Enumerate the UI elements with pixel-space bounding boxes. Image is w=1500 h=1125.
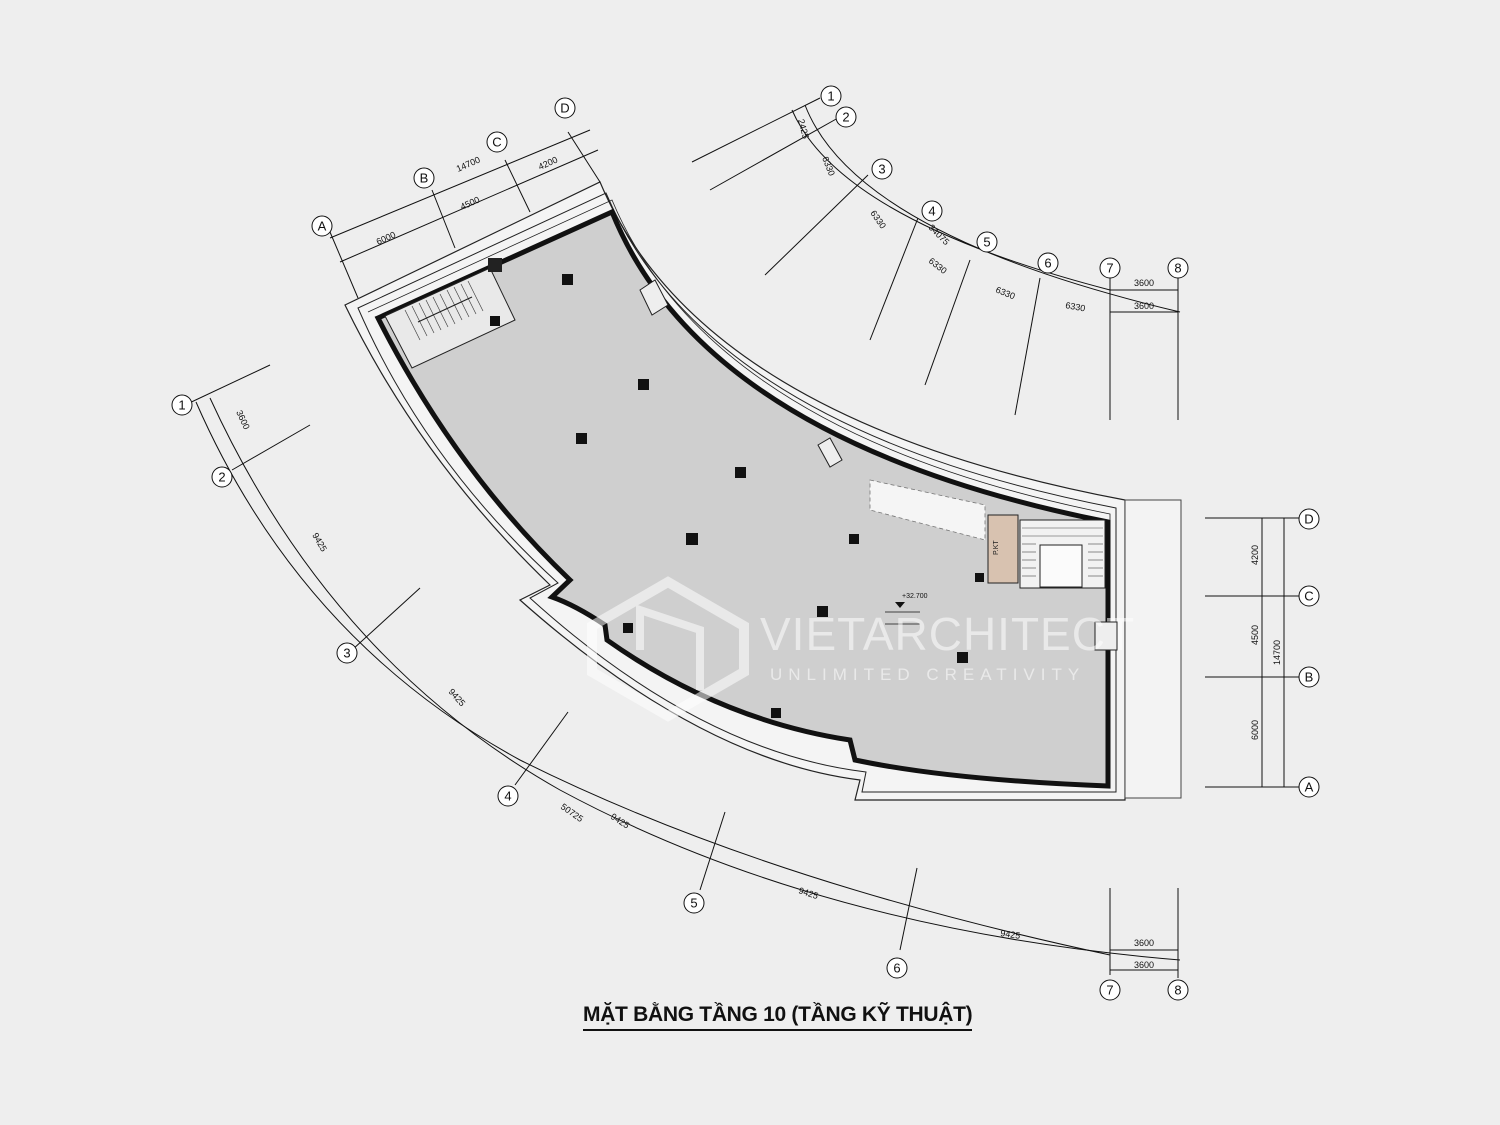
- axis-bubbles-left: 1 2 3 4 5 6 7 8: [171, 394, 1189, 1001]
- inner-dimension-arcs: [691, 97, 1181, 420]
- inner-dimension-labels: 2425 6330 6330 34075 6330 6330 6330 3600…: [796, 118, 1154, 314]
- svg-text:9425: 9425: [1000, 928, 1021, 941]
- svg-text:6: 6: [1044, 256, 1051, 271]
- svg-text:6330: 6330: [994, 285, 1016, 302]
- svg-text:4200: 4200: [1250, 545, 1260, 565]
- axis-bubble: B: [413, 167, 435, 189]
- axis-bubble: 6: [1037, 252, 1059, 274]
- axis-bubble: D: [1298, 508, 1320, 530]
- axis-bubble: 8: [1167, 979, 1189, 1001]
- stair-core-left: [384, 258, 516, 369]
- watermark-tagline: UNLIMITED CREATIVITY: [770, 665, 1085, 684]
- svg-text:3600: 3600: [1134, 301, 1154, 311]
- axis-bubble: A: [311, 215, 333, 237]
- floor-slab: [374, 208, 1111, 789]
- svg-text:4: 4: [504, 789, 511, 804]
- right-letter-dimension-lines: [1205, 517, 1300, 788]
- svg-text:9425: 9425: [609, 811, 631, 830]
- svg-text:7: 7: [1106, 261, 1113, 276]
- svg-text:9425: 9425: [797, 885, 819, 901]
- watermark: VIETARCHITECT UNLIMITED CREATIVITY: [587, 576, 1135, 722]
- svg-text:6: 6: [893, 961, 900, 976]
- svg-text:5: 5: [983, 235, 990, 250]
- axis-bubbles-letters-right: D C B A: [1298, 508, 1320, 798]
- svg-text:3600: 3600: [234, 409, 252, 431]
- svg-text:B: B: [420, 171, 429, 186]
- svg-text:C: C: [1304, 589, 1313, 604]
- axis-bubble: 8: [1167, 257, 1189, 279]
- drawing-title: MẶT BẰNG TẦNG 10 (TẦNG KỸ THUẬT): [583, 1003, 973, 1031]
- axis-bubble: A: [1298, 776, 1320, 798]
- right-letter-dimension-labels: 4200 4500 6000 14700: [1250, 545, 1282, 740]
- axis-bubble: 4: [497, 785, 519, 807]
- outer-dimension-arcs: [184, 364, 1181, 978]
- top-letter-dimension-lines: [329, 129, 601, 299]
- svg-text:D: D: [560, 101, 569, 116]
- stair-core-right: P.KT: [869, 479, 1106, 589]
- axis-bubble: 6: [886, 957, 908, 979]
- axis-bubble: 3: [871, 158, 893, 180]
- svg-text:3: 3: [343, 646, 350, 661]
- svg-text:5: 5: [690, 896, 697, 911]
- axis-bubble: 5: [683, 892, 705, 914]
- svg-text:6000: 6000: [1250, 720, 1260, 740]
- svg-text:3600: 3600: [1134, 278, 1154, 288]
- svg-text:4500: 4500: [1250, 625, 1260, 645]
- svg-text:8: 8: [1174, 983, 1181, 998]
- svg-text:A: A: [1305, 780, 1314, 795]
- axis-bubble: 1: [820, 85, 842, 107]
- svg-text:4200: 4200: [537, 155, 559, 172]
- elevation-marker: +32.700: [885, 593, 928, 625]
- svg-text:4: 4: [928, 204, 935, 219]
- svg-text:9425: 9425: [447, 687, 468, 709]
- svg-text:14700: 14700: [1272, 640, 1282, 665]
- svg-text:D: D: [1304, 512, 1313, 527]
- svg-text:4500: 4500: [459, 195, 481, 212]
- axis-bubble: 3: [336, 642, 358, 664]
- svg-text:3: 3: [878, 162, 885, 177]
- svg-text:9425: 9425: [310, 531, 329, 553]
- axis-bubble: C: [486, 131, 508, 153]
- axis-bubble: 2: [211, 466, 233, 488]
- axis-bubbles-top: 1 2 3 4 5 6 7 8: [820, 85, 1189, 279]
- axis-bubble: 7: [1099, 257, 1121, 279]
- axis-bubbles-letters-top: A B C D: [311, 97, 576, 237]
- svg-text:6330: 6330: [927, 256, 949, 276]
- room-label: P.KT: [993, 540, 1000, 555]
- svg-text:3600: 3600: [1134, 938, 1154, 948]
- watermark-brand: VIETARCHITECT: [760, 608, 1135, 660]
- svg-text:1: 1: [827, 89, 834, 104]
- axis-bubble: 7: [1099, 979, 1121, 1001]
- svg-text:6330: 6330: [868, 208, 888, 230]
- svg-text:34075: 34075: [927, 222, 952, 247]
- axis-bubble: D: [554, 97, 576, 119]
- svg-text:8: 8: [1174, 261, 1181, 276]
- svg-text:1: 1: [178, 398, 185, 413]
- svg-text:6330: 6330: [820, 155, 837, 177]
- svg-text:B: B: [1305, 670, 1314, 685]
- svg-text:6330: 6330: [1065, 300, 1086, 313]
- svg-text:+32.700: +32.700: [902, 593, 928, 600]
- axis-bubble: 2: [835, 106, 857, 128]
- svg-text:2: 2: [218, 470, 225, 485]
- axis-bubble: C: [1298, 585, 1320, 607]
- svg-text:3600: 3600: [1134, 960, 1154, 970]
- svg-text:A: A: [318, 219, 327, 234]
- columns: [562, 274, 968, 718]
- svg-text:14700: 14700: [455, 155, 482, 174]
- svg-text:7: 7: [1106, 983, 1113, 998]
- svg-text:2: 2: [842, 110, 849, 125]
- axis-bubble: 5: [976, 231, 998, 253]
- watermark-logo-icon: [587, 576, 749, 722]
- svg-text:50725: 50725: [559, 801, 585, 824]
- svg-text:C: C: [492, 135, 501, 150]
- svg-text:6000: 6000: [375, 230, 397, 247]
- right-terrace: [1124, 499, 1182, 799]
- axis-bubble: 1: [171, 394, 193, 416]
- axis-bubble: B: [1298, 666, 1320, 688]
- wall-openings: [639, 279, 1118, 651]
- axis-bubble: 4: [921, 200, 943, 222]
- svg-text:2425: 2425: [796, 118, 811, 140]
